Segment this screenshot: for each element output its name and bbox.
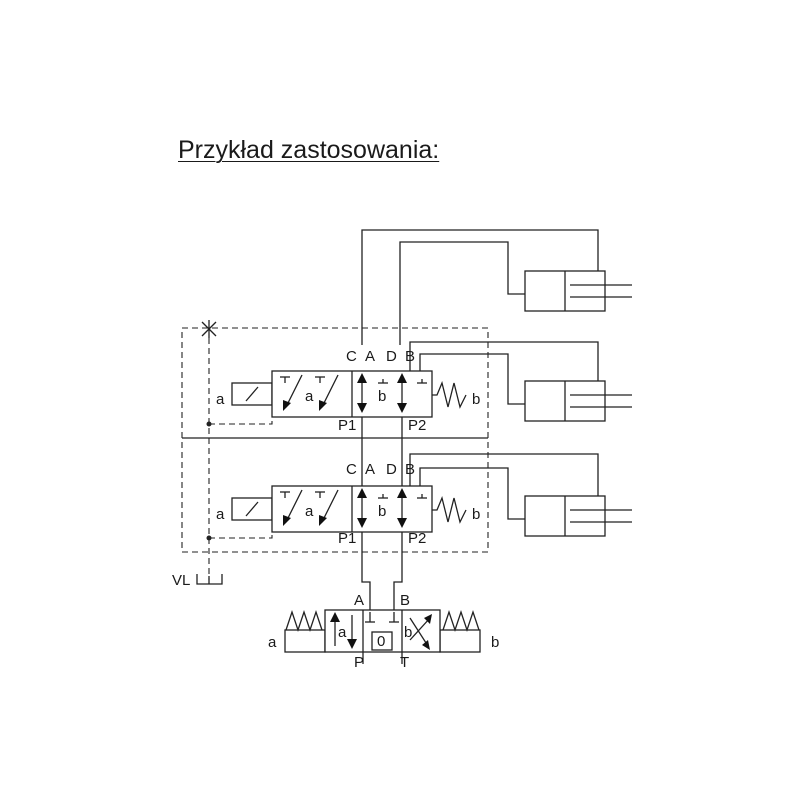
label-envelope-a-upper: a bbox=[305, 388, 314, 405]
label-port-b-upper: B bbox=[405, 348, 415, 365]
label-port-a-upper: A bbox=[365, 348, 375, 365]
pipe-lines bbox=[361, 229, 632, 612]
valve-block-enclosure bbox=[181, 327, 489, 553]
label-dir-t: T bbox=[400, 654, 409, 671]
label-port-p1-upper: P1 bbox=[338, 417, 356, 434]
label-solenoid-a-upper: a bbox=[216, 391, 225, 408]
label-dir-a: A bbox=[354, 592, 364, 609]
directional-valve bbox=[284, 609, 481, 664]
label-dir-center-0: 0 bbox=[377, 633, 385, 650]
label-dir-b: B bbox=[400, 592, 410, 609]
label-port-b-lower: B bbox=[405, 461, 415, 478]
label-port-d-upper: D bbox=[386, 348, 397, 365]
label-dir-solenoid-a: a bbox=[268, 634, 277, 651]
label-port-p2-lower: P2 bbox=[408, 530, 426, 547]
label-spring-b-upper: b bbox=[472, 391, 480, 408]
pilot-lines bbox=[196, 320, 273, 585]
label-envelope-b-lower: b bbox=[378, 503, 386, 520]
label-port-a-lower: A bbox=[365, 461, 375, 478]
label-envelope-a-lower: a bbox=[305, 503, 314, 520]
label-dir-envelope-b: b bbox=[404, 624, 412, 641]
valve-unit-lower bbox=[231, 485, 633, 537]
label-dir-spring-b: b bbox=[491, 634, 499, 651]
label-port-p1-lower: P1 bbox=[338, 530, 356, 547]
label-dir-p: P bbox=[354, 654, 364, 671]
valve-unit-upper bbox=[231, 370, 633, 422]
page-title: Przykład zastosowania: bbox=[178, 136, 440, 164]
label-port-d-lower: D bbox=[386, 461, 397, 478]
label-port-c-upper: C bbox=[346, 348, 357, 365]
label-port-p2-upper: P2 bbox=[408, 417, 426, 434]
label-spring-b-lower: b bbox=[472, 506, 480, 523]
label-port-c-lower: C bbox=[346, 461, 357, 478]
label-solenoid-a-lower: a bbox=[216, 506, 225, 523]
label-vl: VL bbox=[172, 572, 190, 589]
label-dir-envelope-a: a bbox=[338, 624, 347, 641]
label-envelope-b-upper: b bbox=[378, 388, 386, 405]
